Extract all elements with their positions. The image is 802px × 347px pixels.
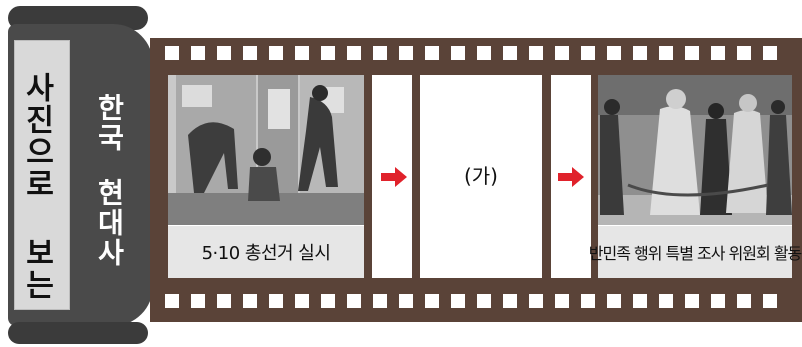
arrow-right-icon — [558, 167, 584, 187]
placeholder-label: (가) — [463, 164, 498, 188]
subtitle-korea: 한국 — [93, 93, 126, 153]
sprocket-holes-bottom — [165, 294, 789, 308]
caption-committee: 반민족 행위 특별 조사 위원회 활동 — [589, 226, 802, 278]
subtitle-modern-history: 현대사 — [93, 178, 126, 268]
photo-committee — [598, 75, 792, 225]
frame-2 — [420, 75, 542, 278]
caption-election: 5·10 총선거 실시 — [168, 226, 364, 278]
film-roll-bottom-cap — [8, 322, 148, 344]
photo-election — [168, 75, 364, 225]
main-title: 사진으로 보는 — [19, 72, 54, 301]
title-panel — [14, 40, 70, 310]
arrow-right-icon — [381, 167, 407, 187]
sprocket-holes-top — [165, 46, 789, 60]
